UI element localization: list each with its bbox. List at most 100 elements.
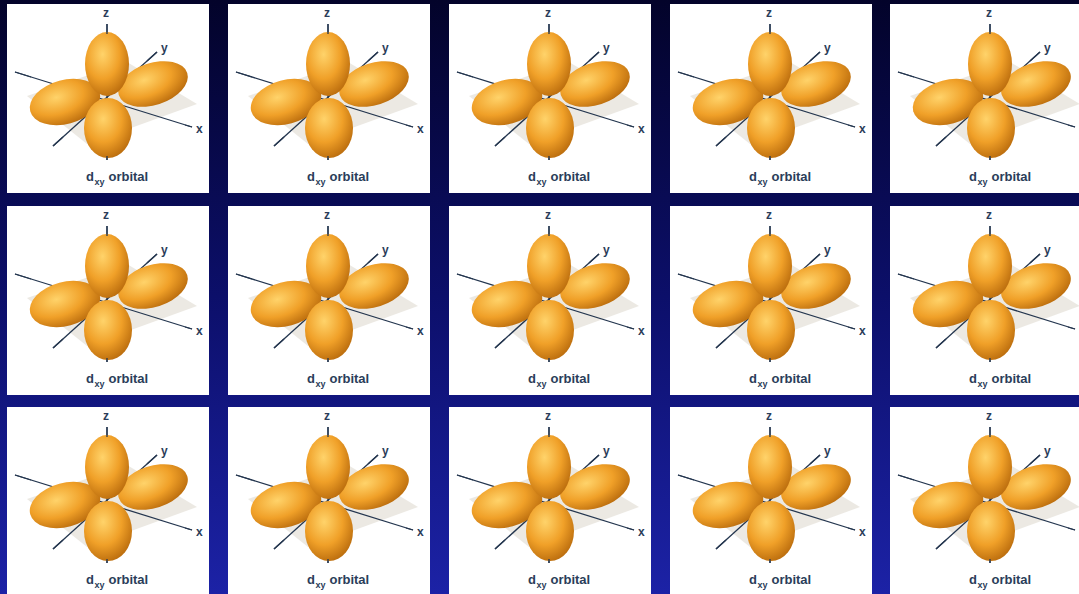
orbital-illustration xyxy=(7,206,209,395)
orbital-panel: zyxdxyorbital xyxy=(890,407,1079,594)
orbital-subscript: xy xyxy=(94,380,104,389)
orbital-label: orbital xyxy=(329,573,369,586)
orbital-panel: zyxdxyorbital xyxy=(449,4,651,193)
orbital-illustration xyxy=(228,4,430,193)
orbital-subscript: xy xyxy=(315,581,325,590)
orbital-subscript: xy xyxy=(977,581,987,590)
axis-label: y xyxy=(1044,445,1051,457)
axis-label: y xyxy=(1044,244,1051,256)
orbital-illustration xyxy=(670,4,872,193)
orbital-subscript: xy xyxy=(94,178,104,187)
orbital-label: orbital xyxy=(771,573,811,586)
orbital-illustration xyxy=(7,4,209,193)
axis-label: x xyxy=(638,123,645,135)
orbital-illustration xyxy=(7,407,209,594)
axis-label: y xyxy=(824,445,831,457)
orbital-panel: zyxdxyorbital xyxy=(670,206,872,395)
axis-label: y xyxy=(1044,42,1051,54)
axis-label: x xyxy=(196,325,203,337)
orbital-illustration xyxy=(449,4,651,193)
orbital-panel: zyxdxyorbital xyxy=(449,206,651,395)
axis-label: z xyxy=(103,209,109,221)
axis-label: x xyxy=(859,526,866,538)
axis-label: x xyxy=(196,123,203,135)
axis-label: z xyxy=(324,209,330,221)
axis-label: z xyxy=(766,410,772,422)
axis-label: z xyxy=(103,410,109,422)
orbital-label: orbital xyxy=(108,372,148,385)
orbital-illustration xyxy=(890,407,1079,594)
orbital-subscript: xy xyxy=(315,178,325,187)
orbital-label: orbital xyxy=(991,573,1031,586)
orbital-label: orbital xyxy=(991,372,1031,385)
orbital-panel: zyxdxyorbital xyxy=(890,206,1079,395)
orbital-subscript: xy xyxy=(757,380,767,389)
orbital-panel: zyxdxyorbital xyxy=(7,206,209,395)
orbital-label: d xyxy=(969,573,977,586)
orbital-label: d xyxy=(749,573,757,586)
axis-label: z xyxy=(324,410,330,422)
orbital-illustration xyxy=(228,407,430,594)
orbital-label: orbital xyxy=(108,573,148,586)
axis-label: y xyxy=(382,42,389,54)
orbital-illustration xyxy=(890,206,1079,395)
orbital-illustration xyxy=(449,407,651,594)
orbital-label: orbital xyxy=(771,372,811,385)
orbital-label: orbital xyxy=(550,170,590,183)
orbital-panel: zyxdxyorbital xyxy=(890,4,1079,193)
orbital-illustration xyxy=(670,206,872,395)
axis-label: z xyxy=(986,209,992,221)
axis-label: z xyxy=(324,7,330,19)
orbital-panel: zyxdxyorbital xyxy=(449,407,651,594)
orbital-label: d xyxy=(528,170,536,183)
orbital-subscript: xy xyxy=(94,581,104,590)
axis-label: x xyxy=(638,526,645,538)
axis-label: z xyxy=(545,209,551,221)
axis-label: z xyxy=(986,410,992,422)
axis-label: z xyxy=(986,7,992,19)
axis-label: y xyxy=(161,445,168,457)
orbital-subscript: xy xyxy=(536,581,546,590)
orbital-label: d xyxy=(307,573,315,586)
orbital-illustration xyxy=(890,4,1079,193)
orbital-panel: zyxdxyorbital xyxy=(228,407,430,594)
orbital-subscript: xy xyxy=(977,380,987,389)
orbital-subscript: xy xyxy=(315,380,325,389)
orbital-subscript: xy xyxy=(977,178,987,187)
axis-label: z xyxy=(545,410,551,422)
axis-label: y xyxy=(824,42,831,54)
axis-label: y xyxy=(382,244,389,256)
orbital-label: orbital xyxy=(329,170,369,183)
orbital-illustration xyxy=(228,206,430,395)
orbital-label: d xyxy=(749,170,757,183)
axis-label: x xyxy=(859,123,866,135)
orbital-label: d xyxy=(86,372,94,385)
orbital-panel: z y x dxy orbital xyxy=(670,407,872,594)
axis-label: x xyxy=(638,325,645,337)
orbital-label: orbital xyxy=(771,170,811,183)
axis-label: y xyxy=(603,42,610,54)
orbital-label: orbital xyxy=(329,372,369,385)
axis-label: z xyxy=(103,7,109,19)
orbital-subscript: xy xyxy=(757,178,767,187)
axis-label: y xyxy=(603,445,610,457)
orbital-label: orbital xyxy=(991,170,1031,183)
axis-label: z xyxy=(766,209,772,221)
axis-label: x xyxy=(417,325,424,337)
orbital-label: orbital xyxy=(550,372,590,385)
orbital-label: d xyxy=(969,372,977,385)
orbital-panel: zyxdxyorbital xyxy=(7,407,209,594)
orbital-subscript: xy xyxy=(757,581,767,590)
orbital-illustration xyxy=(449,206,651,395)
orbital-label: d xyxy=(86,573,94,586)
orbital-label: d xyxy=(528,573,536,586)
orbital-label: d xyxy=(307,372,315,385)
orbital-panel: z y x dxy orbital xyxy=(228,206,430,395)
axis-label: y xyxy=(161,42,168,54)
axis-label: z xyxy=(545,7,551,19)
orbital-label: d xyxy=(969,170,977,183)
orbital-subscript: xy xyxy=(536,380,546,389)
orbital-panel: zyxdxyorbital xyxy=(7,4,209,193)
orbital-label: d xyxy=(528,372,536,385)
orbital-label: orbital xyxy=(108,170,148,183)
